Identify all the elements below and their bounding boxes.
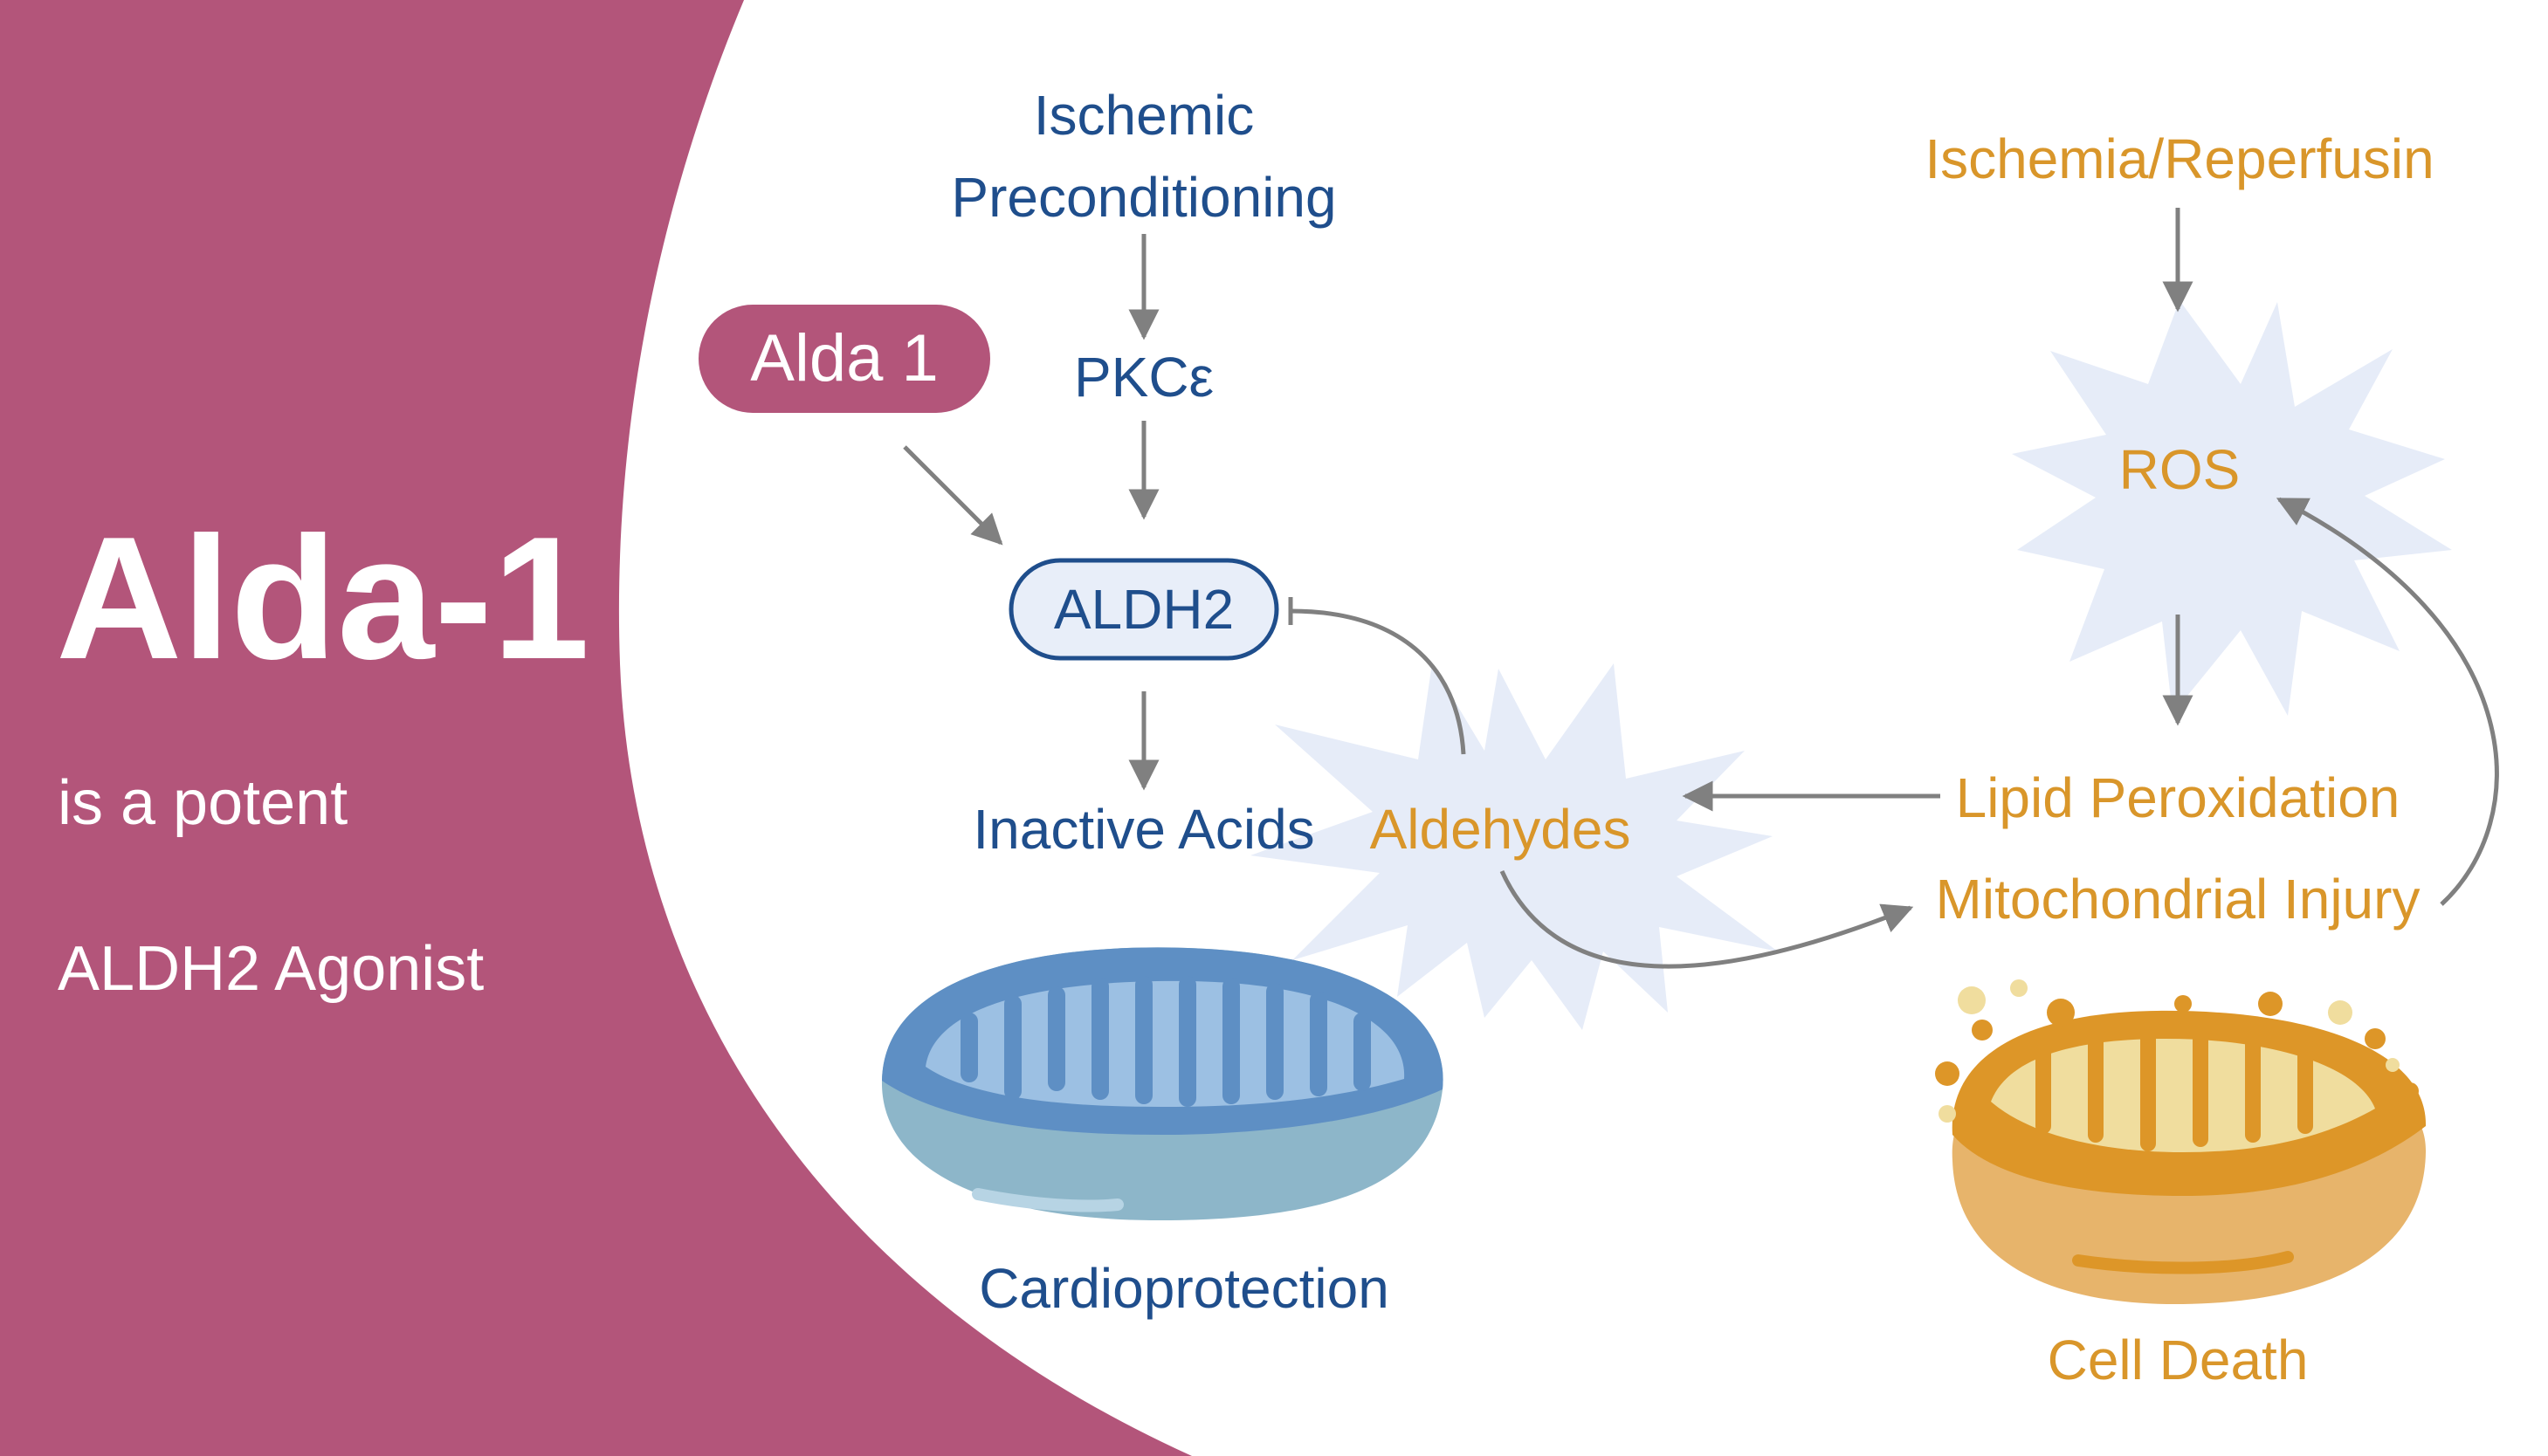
cardioprotection-label: Cardioprotection — [979, 1257, 1389, 1320]
inactive-acids-label: Inactive Acids — [973, 798, 1315, 861]
aldehydes-label: Aldehydes — [1369, 798, 1631, 861]
healthy-mitochondrion-icon — [881, 947, 1443, 1221]
aldh2-pill — [1009, 558, 1279, 661]
arrow-alda1-to-aldh2 — [903, 445, 1003, 546]
alda1-label: Alda 1 — [750, 321, 939, 395]
left-panel-background — [0, 0, 1192, 1456]
ischemic-label-line1: Ischemic — [1033, 84, 1255, 147]
arrow-aldehydes-to-mitochondrial-injury — [1499, 869, 1914, 969]
left-panel-line2: ALDH2 Agonist — [58, 934, 485, 1004]
inhibition-aldehydes-to-aldh2 — [1290, 608, 1466, 755]
alda1-pill — [699, 305, 990, 413]
cell-death-label: Cell Death — [2047, 1329, 2309, 1391]
ischemic-label-line2: Preconditioning — [951, 166, 1337, 229]
damaged-mitochondrion-icon — [1935, 979, 2427, 1305]
pkc-label: PKCε — [1073, 346, 1215, 409]
ros-label: ROS — [2118, 438, 2241, 501]
aldehydes-starburst — [1250, 663, 1778, 1030]
lipid-peroxidation-label: Lipid Peroxidation — [1955, 766, 2400, 829]
arrow-mitochondrial-injury-to-ros — [2276, 497, 2499, 906]
left-panel-line1: is a potent — [58, 768, 348, 838]
ischemia-reperfusion-label: Ischemia/Reperfusin — [1925, 127, 2434, 190]
left-panel-title: Alda-1 — [56, 501, 590, 696]
ros-starburst — [2012, 300, 2452, 716]
mitochondrial-injury-label: Mitochondrial Injury — [1935, 868, 2421, 931]
aldh2-label: ALDH2 — [1053, 578, 1235, 641]
